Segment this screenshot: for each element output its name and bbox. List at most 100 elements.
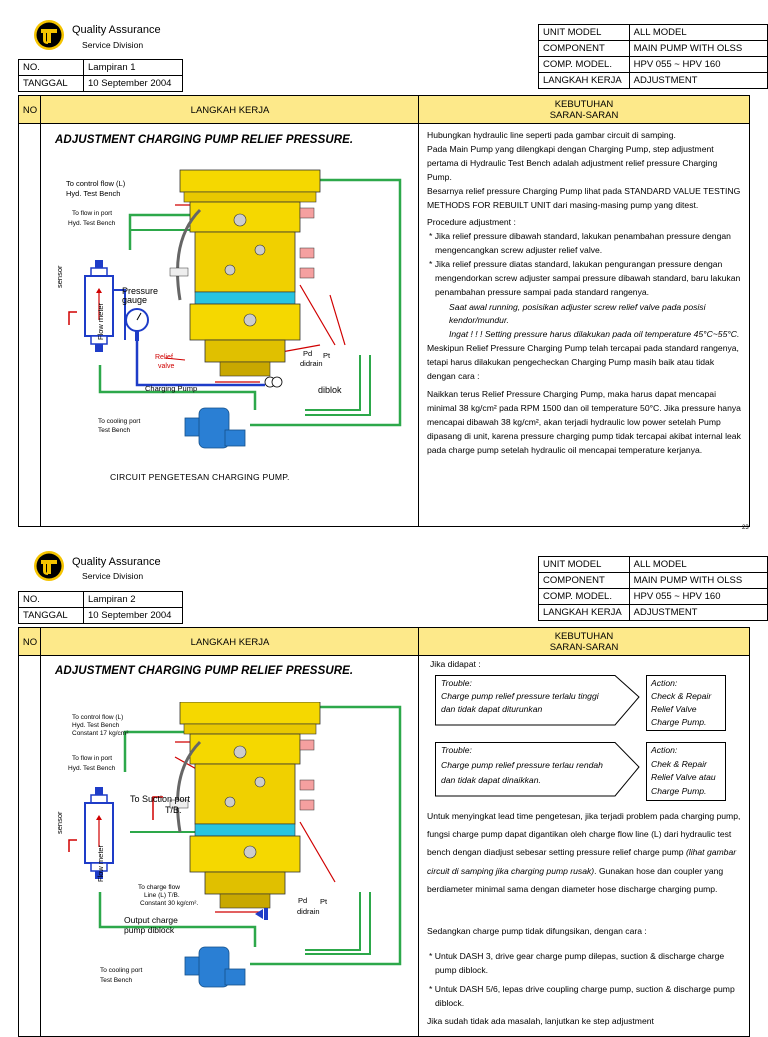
action-1-text: Check & Repair Relief Valve Charge Pump. — [651, 691, 712, 727]
unit-model-label: UNIT MODEL — [538, 556, 630, 573]
company-logo — [34, 551, 64, 581]
comp-model-value: HPV 055 ~ HPV 160 — [628, 56, 768, 73]
trouble-2: Trouble: Charge pump relief pressure ter… — [441, 743, 613, 788]
col-no-header: NO — [18, 95, 42, 125]
trouble-2-label: Trouble: — [441, 745, 472, 755]
label-output-charge: Output charge — [124, 915, 178, 925]
col-langkah-header: LANGKAH KERJA — [40, 95, 420, 125]
unit-model-label: UNIT MODEL — [538, 24, 630, 41]
label-charge-flow: To charge flow — [138, 884, 180, 891]
tanggal-label: TANGGAL — [18, 75, 84, 92]
langkah-kerja-label: LANGKAH KERJA — [538, 604, 630, 621]
instruction-paragraph: Besarnya relief pressure Charging Pump l… — [427, 186, 741, 211]
label-valve: valve — [158, 363, 175, 370]
label-output-diblock: pump diblock — [124, 925, 175, 935]
jika-label: Jika didapat : — [430, 659, 481, 669]
label-flow-meter: Flow meter — [96, 302, 105, 340]
charge-flow-circuit-diagram — [68, 702, 402, 988]
action-1-label: Action: — [651, 678, 678, 688]
label-control-flow: To control flow (L) — [66, 179, 126, 188]
label-didrain: didrain — [300, 359, 323, 368]
charging-pump-circuit-diagram — [68, 168, 402, 449]
last-paragraph: Jika sudah tidak ada masalah, lanjutkan … — [427, 1016, 654, 1026]
action-2-box: Action: Chek & Repair Relief Valve atau … — [646, 742, 726, 801]
label-cooling-bench: Test Bench — [98, 427, 131, 434]
instruction-paragraph: Procedure adjustment : — [427, 216, 516, 227]
label-didrain: didrain — [297, 907, 320, 916]
saran-cell — [418, 123, 750, 527]
unit-model-value: ALL MODEL — [628, 556, 768, 573]
label-diblok: diblok — [318, 385, 342, 395]
no-value: Lampiran 1 — [83, 59, 183, 76]
instruction-paragraph: Hubungkan hydraulic line seperti pada ga… — [427, 130, 676, 140]
no-label: NO. — [18, 591, 84, 608]
label-charge-flow-line: Line (L) T/B. — [144, 892, 180, 899]
tanggal-label: TANGGAL — [18, 607, 84, 624]
label-constant-30: Constant 30 kg/cm². — [140, 900, 199, 907]
page-2: Quality Assurance Service Division NO.La… — [0, 532, 768, 1037]
label-test-bench: Hyd. Test Bench — [72, 722, 120, 729]
comp-model-label: COMP. MODEL. — [538, 588, 630, 605]
label-pd: Pd — [298, 896, 308, 905]
label-suction-port: To Suction port — [130, 794, 191, 804]
instruction-paragraph: Naikkan terus Relief Pressure Charging P… — [427, 388, 741, 456]
label-control-flow: To control flow (L) — [72, 714, 124, 721]
org-division: Service Division — [82, 571, 144, 581]
procedure-title: ADJUSTMENT CHARGING PUMP RELIEF PRESSURE… — [55, 134, 354, 146]
company-logo — [34, 20, 64, 50]
page-1: Quality Assurance Service Division NO.La… — [18, 20, 768, 531]
langkah-kerja-value: ADJUSTMENT — [628, 72, 768, 89]
action-2-label: Action: — [651, 745, 678, 755]
instruction-note: Saat awal running, posisikan adjuster sc… — [449, 302, 706, 325]
langkah-kerja-value: ADJUSTMENT — [628, 604, 768, 621]
comp-model-value: HPV 055 ~ HPV 160 — [628, 588, 768, 605]
label-flow-in-bench: Hyd. Test Bench — [68, 765, 116, 772]
action-2-text: Chek & Repair Relief Valve atau Charge P… — [651, 758, 716, 796]
org-name: Quality Assurance — [72, 556, 161, 568]
trouble-1-label: Trouble: — [441, 678, 472, 688]
no-value: Lampiran 2 — [83, 591, 183, 608]
instruction-text: Hubungkan hydraulic line seperti pada ga… — [427, 128, 743, 457]
label-pt: Pt — [323, 351, 331, 360]
tanggal-value: 10 September 2004 — [83, 607, 183, 624]
label-constant-17: Constant 17 kg/cm² — [72, 730, 129, 737]
label-flow-meter: Flow meter — [96, 844, 105, 882]
org-name: Quality Assurance — [72, 24, 161, 36]
label-pd: Pd — [303, 349, 313, 358]
comp-model-label: COMP. MODEL. — [538, 56, 630, 73]
label-charging-pump: Charging Pump — [145, 384, 198, 393]
label-pt: Pt — [320, 897, 328, 906]
instruction-warning: Ingat ! ! ! Setting pressure harus dilak… — [449, 329, 740, 340]
label-cooling-port: To cooling port — [98, 418, 141, 425]
col-langkah-header: LANGKAH KERJA — [40, 627, 420, 657]
bullet-dash3: * Untuk DASH 3, drive gear charge pump d… — [429, 951, 725, 975]
no-cell — [18, 123, 42, 527]
component-value: MAIN PUMP WITH OLSS — [628, 572, 768, 589]
tanggal-value: 10 September 2004 — [83, 75, 183, 92]
instruction-paragraph: Pada Main Pump yang dilengkapi dengan Ch… — [427, 144, 718, 183]
label-sensor: sensor — [55, 811, 64, 834]
sedangkan-paragraph: Sedangkan charge pump tidak difungsikan,… — [427, 926, 647, 936]
label-flow-in: To flow in port — [72, 755, 113, 762]
label-flow-in: To flow in port — [72, 210, 113, 217]
org-division: Service Division — [82, 40, 144, 50]
unit-model-value: ALL MODEL — [628, 24, 768, 41]
lead-time-paragraph: Untuk menyingkat lead time pengetesan, j… — [427, 811, 741, 894]
label-flow-in-bench: Hyd. Test Bench — [68, 220, 116, 227]
col-no-header: NO — [18, 627, 42, 657]
no-label: NO. — [18, 59, 84, 76]
instruction-bullet: * Jika relief pressure diatas standard, … — [429, 258, 741, 298]
trouble-2-text: Charge pump relief pressure terlau renda… — [441, 760, 603, 785]
trouble-arrows — [435, 675, 640, 797]
label-cooling-bench: Test Bench — [100, 977, 133, 984]
diagram-caption: CIRCUIT PENGETESAN CHARGING PUMP. — [110, 472, 290, 482]
bullet-dash56: * Untuk DASH 5/6, lepas drive coupling c… — [429, 984, 735, 1008]
langkah-kerja-label: LANGKAH KERJA — [538, 72, 630, 89]
action-1-box: Action: Check & Repair Relief Valve Char… — [646, 675, 726, 731]
